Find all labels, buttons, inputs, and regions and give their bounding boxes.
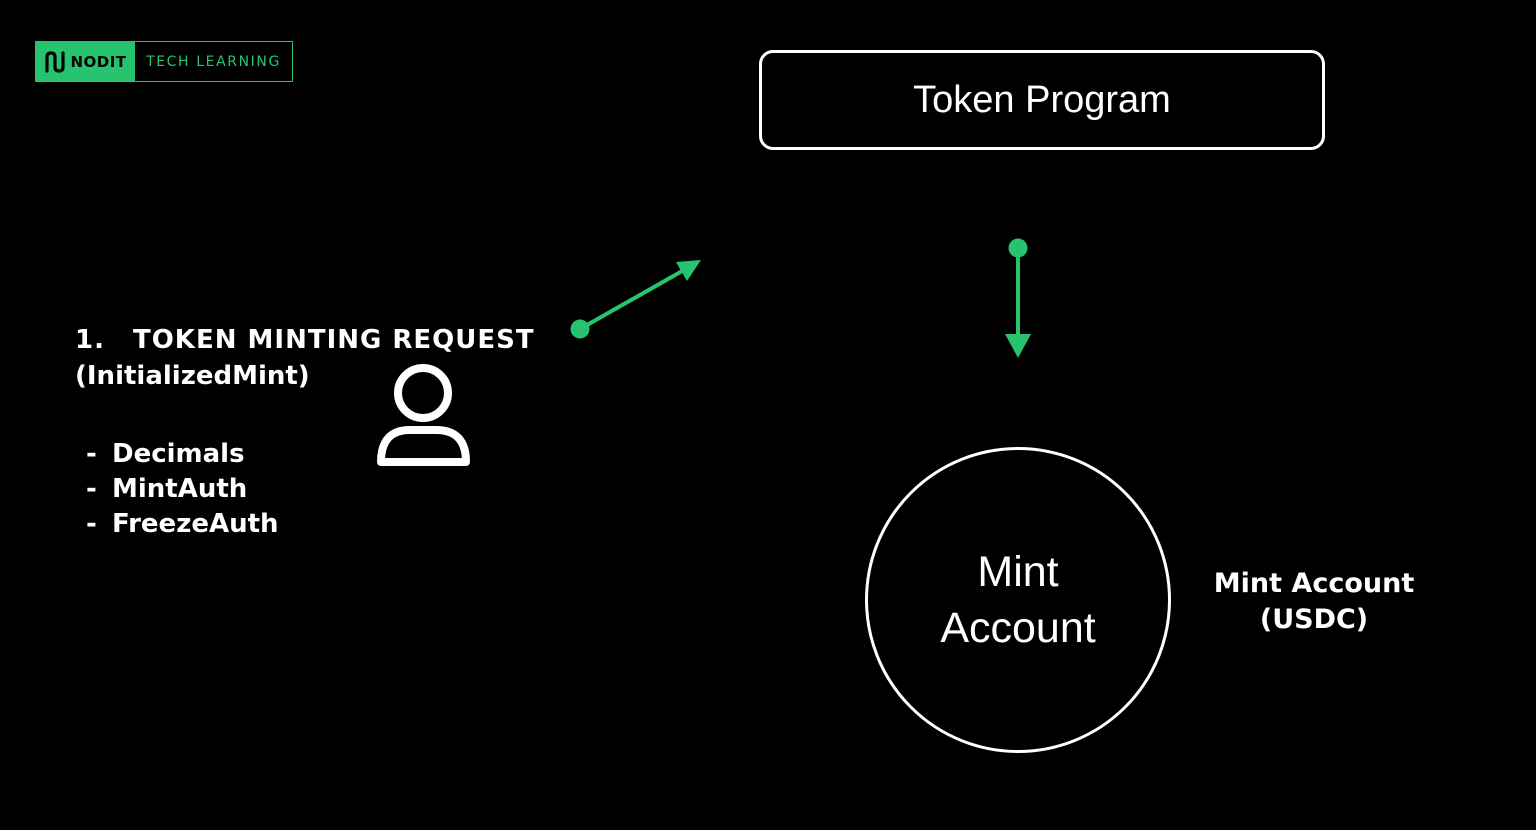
request-instruction: (InitializedMint) xyxy=(75,361,310,391)
logo-brand-block: NODIT xyxy=(36,42,135,81)
mint-account-circle: Mint Account xyxy=(865,447,1171,753)
request-title: TOKEN MINTING REQUEST xyxy=(132,325,535,355)
mint-account-caption: Mint Account (USDC) xyxy=(1205,566,1423,638)
arrow-head xyxy=(676,260,701,281)
request-heading: 1. TOKEN MINTING REQUEST xyxy=(75,325,535,355)
user-head xyxy=(394,364,452,422)
list-item: -MintAuth xyxy=(86,472,279,507)
mint-caption-line1: Mint Account xyxy=(1213,568,1415,599)
mint-account-line2: Account xyxy=(940,604,1096,652)
param-decimals: Decimals xyxy=(112,439,245,469)
user-icon xyxy=(377,364,470,466)
nodit-logo: NODIT TECH LEARNING xyxy=(35,41,293,82)
request-number: 1. xyxy=(75,325,105,355)
token-program-box: Token Program xyxy=(759,50,1325,150)
logo-tagline: TECH LEARNING xyxy=(146,53,281,70)
request-params-list: -Decimals -MintAuth -FreezeAuth xyxy=(86,437,279,542)
program-to-mint-arrow xyxy=(1005,238,1031,358)
arrow-line xyxy=(578,268,686,331)
token-program-label: Token Program xyxy=(913,78,1171,121)
list-item: -Decimals xyxy=(86,437,279,472)
list-bullet: - xyxy=(86,474,97,504)
param-freezeauth: FreezeAuth xyxy=(112,509,279,539)
logo-brand-text: NODIT xyxy=(70,52,127,71)
mint-caption-line2: (USDC) xyxy=(1259,604,1369,635)
nodit-logo-icon xyxy=(45,50,66,73)
param-mintauth: MintAuth xyxy=(112,474,248,504)
list-item: -FreezeAuth xyxy=(86,507,279,542)
request-arrow xyxy=(570,260,701,339)
user-body xyxy=(377,426,470,466)
mint-account-line1: Mint xyxy=(977,548,1059,596)
arrow-head xyxy=(1005,334,1031,358)
list-bullet: - xyxy=(86,439,97,469)
list-bullet: - xyxy=(86,509,97,539)
